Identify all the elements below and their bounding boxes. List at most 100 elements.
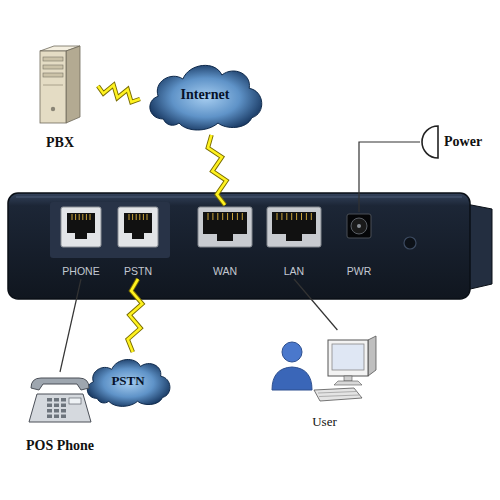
power-button — [51, 107, 55, 111]
cloud-outline — [87, 360, 170, 407]
lightning-link — [98, 85, 140, 102]
phone-key — [54, 415, 59, 419]
cable-line — [359, 142, 420, 212]
jack-opening — [203, 212, 247, 234]
jack-notch — [217, 234, 233, 241]
jack-pin — [296, 213, 297, 220]
key-row — [318, 392, 356, 394]
jack-pin — [232, 213, 233, 220]
jack-notch — [75, 233, 87, 239]
drive-bay — [43, 65, 63, 69]
plug-icon — [420, 122, 440, 162]
jack-opening — [272, 212, 316, 234]
node-label: PBX — [46, 135, 74, 151]
server-node: PBX — [22, 45, 98, 153]
phone-key — [47, 415, 52, 419]
jack-pin — [139, 214, 140, 220]
rj45-icon — [196, 205, 254, 249]
jack-pin — [72, 214, 73, 220]
lightning-link — [208, 135, 227, 205]
jack-opening — [124, 213, 152, 233]
user-icon — [262, 330, 387, 410]
monitor-screen — [332, 344, 364, 370]
phone-key — [61, 398, 66, 402]
phone-key — [47, 409, 52, 413]
key-row — [319, 395, 359, 397]
pos-phone-node: POS Phone — [8, 372, 112, 456]
lightning-link — [128, 279, 143, 352]
jack-pin — [222, 213, 223, 220]
bolt-outline — [208, 135, 227, 205]
person-body — [272, 367, 312, 390]
cable-line — [294, 279, 337, 330]
drive-bay — [43, 57, 63, 61]
bolt-outline — [128, 279, 143, 352]
wan-port: WAN — [193, 205, 257, 279]
node-label: User — [312, 414, 337, 430]
jack-notch — [132, 233, 144, 239]
jack-pin — [208, 213, 209, 220]
connector-group — [359, 142, 420, 212]
jack-notch — [286, 234, 302, 241]
jack-opening — [67, 213, 95, 233]
bolt-outline — [98, 85, 140, 102]
jack-frame — [61, 207, 101, 247]
node-label: PHONE — [62, 265, 99, 277]
front-line — [43, 85, 63, 86]
node-label: PWR — [347, 265, 372, 277]
jack-pin — [129, 214, 130, 220]
monitor-stand — [344, 376, 352, 381]
phone-handset — [31, 378, 89, 390]
phone-key — [61, 404, 66, 408]
phone-base — [29, 394, 91, 422]
phone-port: PHONE — [55, 205, 107, 279]
node-label: PSTN — [111, 373, 144, 389]
jack-pin — [136, 214, 137, 220]
node-label: Internet — [181, 87, 230, 103]
jack-pin — [217, 213, 218, 220]
status-led — [404, 237, 416, 249]
device-housing — [8, 193, 470, 299]
node-label: WAN — [213, 265, 237, 277]
server-front — [40, 51, 66, 123]
person-head — [282, 342, 302, 362]
jack-pin — [212, 213, 213, 220]
power-node: Power — [420, 120, 495, 164]
jack-pin — [237, 213, 238, 220]
barrel-icon — [345, 212, 373, 240]
pstn-cloud: PSTN — [80, 352, 176, 410]
jack-frame — [118, 207, 158, 247]
jack-pin — [301, 213, 302, 220]
jack-pin — [75, 214, 76, 220]
jack-pin — [143, 214, 144, 220]
phone-icon — [25, 372, 95, 426]
phone-key — [61, 409, 66, 413]
connector-group — [208, 135, 227, 205]
lan-port: LAN — [262, 205, 326, 279]
connector-group — [60, 279, 81, 372]
phone-key — [54, 398, 59, 402]
node-label: Power — [444, 134, 482, 150]
phone-key — [47, 404, 52, 408]
phone-display — [69, 398, 81, 404]
jack-panel — [50, 202, 170, 258]
power-port: PWR — [340, 212, 378, 279]
jack-pin — [291, 213, 292, 220]
cloud-outline — [150, 65, 262, 130]
jack-pin — [311, 213, 312, 220]
phone-key — [61, 415, 66, 419]
pstn-port: PSTN — [112, 205, 164, 279]
keyboard — [314, 388, 362, 401]
jack-pin — [306, 213, 307, 220]
jack-pin — [132, 214, 133, 220]
barrel-frame — [347, 214, 371, 238]
node-label: PSTN — [124, 265, 152, 277]
connector-group — [294, 279, 337, 330]
jack-pin — [90, 214, 91, 220]
jack-pin — [86, 214, 87, 220]
barrel-pin — [357, 224, 361, 228]
rj11-icon — [116, 205, 160, 249]
connector-group — [98, 85, 140, 102]
connector-group — [128, 279, 143, 352]
jack-pin — [82, 214, 83, 220]
